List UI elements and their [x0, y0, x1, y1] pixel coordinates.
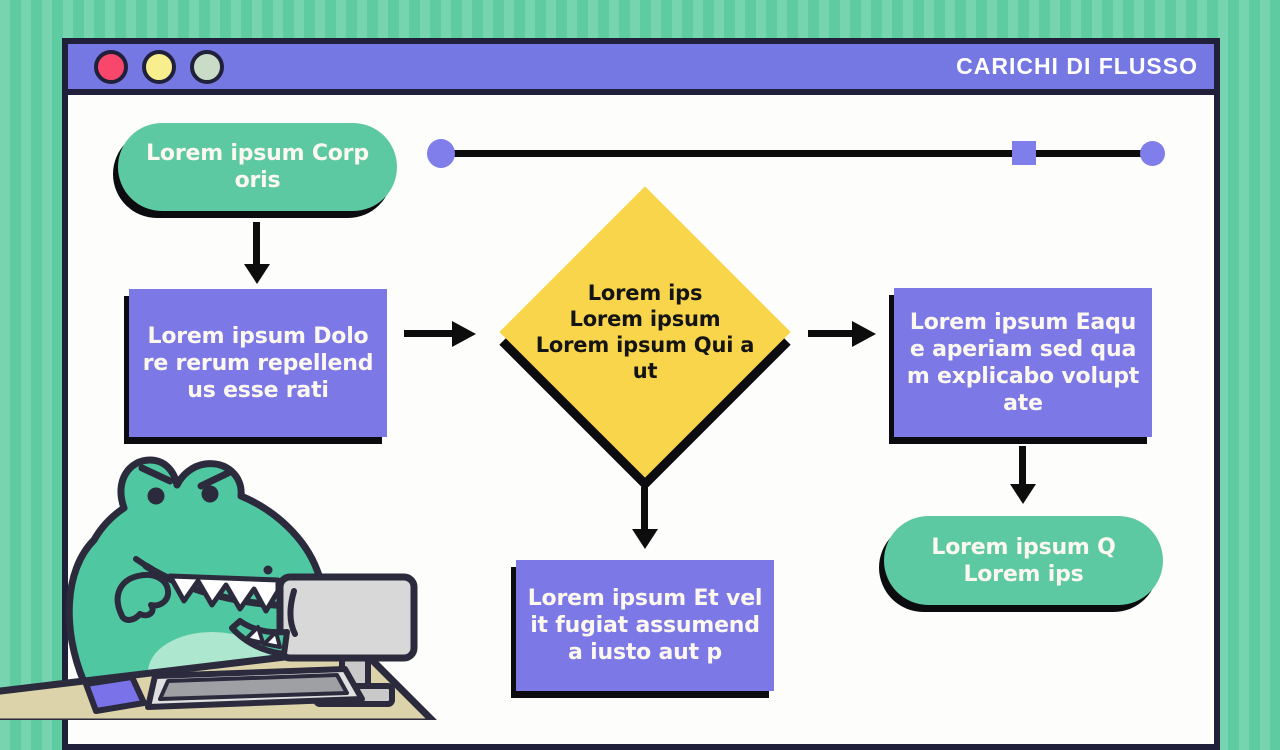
text-line: ut [632, 359, 658, 383]
croc-brow-right [197, 469, 232, 490]
notepad [83, 674, 147, 714]
page: CARICHI DI FLUSSO Lorem ipsum Corp oris … [0, 38, 1220, 750]
text-line: a iusto aut p [568, 640, 722, 665]
croc-eye-left [147, 487, 165, 505]
text-line: m explicabo volupt [906, 363, 1140, 389]
text-line: e aperiam sed qua [909, 336, 1137, 362]
text-line: Lorem ipsum Eaqu [909, 309, 1137, 335]
keyboard-keys [158, 673, 349, 701]
text-line: ate [1003, 390, 1043, 416]
timeline-line [441, 150, 1153, 157]
text-line: Lorem ipsum Q [931, 534, 1116, 560]
text-line: Lorem ipsum [569, 307, 721, 331]
arrow-right-diamond-to-right-rect [808, 320, 876, 347]
text-line: oris [234, 168, 281, 193]
timeline-square-marker [1012, 141, 1036, 165]
text-line: Lorem ips [587, 281, 703, 305]
window-title: CARICHI DI FLUSSO [956, 53, 1198, 79]
arrow-down-right-rect-to-end-pill [1009, 446, 1036, 504]
arrow-down-diamond-to-bottom-rect [631, 487, 658, 549]
monitor-reflection [287, 588, 298, 637]
text-line: Lorem ips [963, 561, 1084, 587]
timeline-start-dot [427, 139, 455, 168]
crocodile-mascot-illustration [0, 456, 437, 720]
computer-monitor [276, 573, 418, 662]
text-line: Lorem ipsum Et vel [527, 586, 763, 611]
arrow-down-start-to-left-rect [243, 222, 270, 284]
text-line: Lorem ipsum Dolo [147, 323, 369, 349]
flow-process-rect-right: Lorem ipsum Eaqu e aperiam sed qua m exp… [894, 288, 1152, 437]
croc-eye-right [201, 485, 219, 503]
text-line: Lorem ipsum Qui a [535, 333, 755, 357]
arrow-right-left-rect-to-diamond [404, 320, 476, 347]
maximize-window-icon[interactable] [190, 49, 224, 84]
flow-start-pill: Lorem ipsum Corp oris [118, 123, 397, 211]
minimize-window-icon[interactable] [142, 49, 176, 84]
croc-fist [114, 572, 171, 623]
text-line: re rerum repellend [142, 350, 374, 376]
flow-end-pill: Lorem ipsum Q Lorem ips [884, 516, 1163, 605]
timeline-end-dot [1140, 141, 1165, 166]
text-line: it fugiat assumend [530, 613, 760, 638]
flow-process-rect-bottom: Lorem ipsum Et vel it fugiat assumend a … [516, 560, 774, 691]
flow-process-rect-left: Lorem ipsum Dolo re rerum repellend us e… [129, 289, 387, 437]
close-window-icon[interactable] [94, 49, 128, 84]
window-titlebar: CARICHI DI FLUSSO [68, 44, 1214, 95]
croc-brow-left [138, 464, 174, 485]
croc-lower-tooth [244, 625, 265, 645]
croc-lower-tooth [262, 630, 282, 649]
croc-nostril [263, 565, 273, 575]
text-line: Lorem ipsum Corp [146, 141, 369, 166]
flow-decision-diamond-label: Lorem ips Lorem ipsum Lorem ipsum Qui a … [495, 280, 795, 384]
text-line: us esse rati [187, 377, 329, 403]
